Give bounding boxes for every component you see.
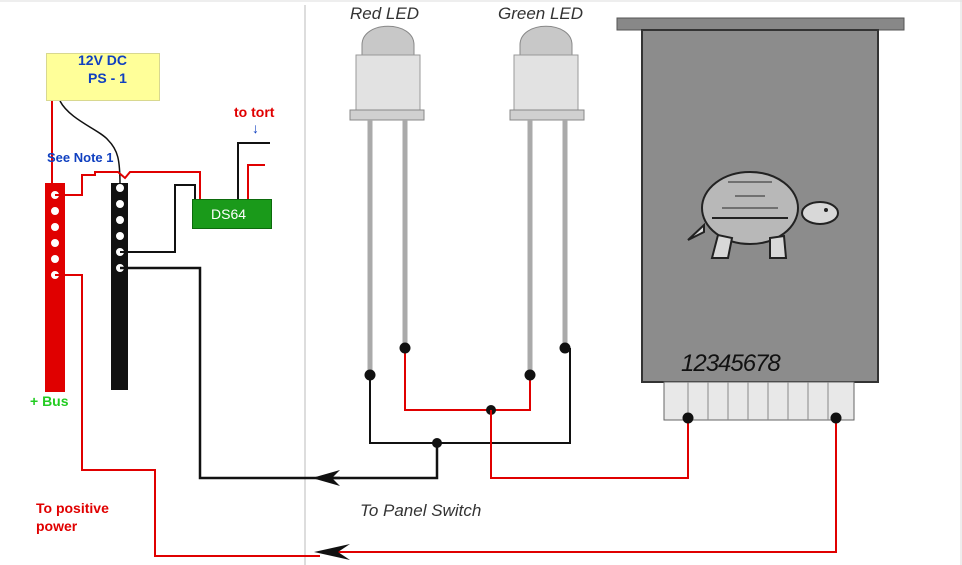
positive-bus-bar — [45, 183, 65, 392]
to-tort-label: to tort — [234, 104, 275, 120]
power-supply-box — [46, 53, 160, 101]
red-led-body — [349, 25, 425, 381]
ds64-label: DS64 — [211, 206, 247, 222]
to-tort-arrow-icon: ↓ — [252, 120, 259, 136]
to-positive-power-label: To positive power — [36, 500, 109, 534]
led-black-to-panel — [320, 443, 439, 480]
negative-bus-bar — [111, 183, 128, 390]
green-led-body — [509, 25, 585, 381]
ds64-to-tort-black — [237, 142, 270, 200]
bus-to-power-red — [55, 274, 320, 557]
arrow-power — [314, 544, 350, 560]
ps-black-wire — [59, 100, 121, 186]
tortoise-pin-numbers: 12345678 — [681, 350, 781, 377]
junction-black — [432, 438, 442, 448]
positive-bus-terminals — [50, 190, 60, 280]
led-common-black — [369, 348, 571, 444]
red-led-label: Red LED — [350, 4, 419, 23]
power-supply-subtitle: PS - 1 — [88, 70, 127, 86]
turtle-logo-icon — [687, 171, 839, 259]
bus-to-panel-black — [120, 266, 340, 480]
tortoise-machine — [616, 17, 905, 424]
arrow-panel — [312, 470, 340, 486]
ds64-module: DS64 — [192, 199, 272, 229]
red-to-tortoise — [490, 410, 689, 479]
see-note-label: See Note 1 — [47, 150, 114, 165]
positive-bus-label: + Bus — [30, 393, 69, 409]
led-red-link — [404, 348, 531, 411]
power-supply-title: 12V DC — [78, 52, 128, 68]
bus-to-ds64-black — [120, 184, 196, 253]
tortoise-to-power — [320, 418, 837, 553]
bus-to-ds64-red — [55, 171, 201, 200]
green-led-label: Green LED — [498, 4, 584, 23]
panel-switch-label: To Panel Switch — [360, 501, 482, 520]
ds64-to-tort-red — [247, 164, 265, 200]
negative-bus-terminals — [115, 183, 125, 273]
